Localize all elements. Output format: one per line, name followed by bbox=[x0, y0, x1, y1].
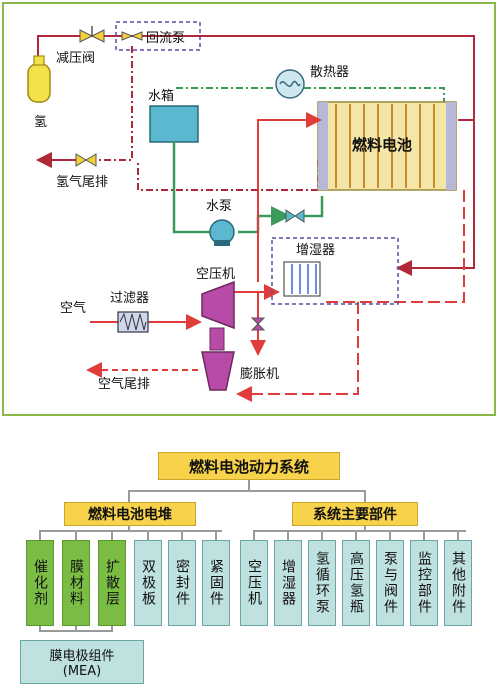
pressure-reducing-valve-icon bbox=[79, 26, 105, 43]
component-teal-left-connector-0 bbox=[147, 530, 149, 540]
label-expander: 膨胀机 bbox=[240, 367, 279, 382]
air-valve-icon bbox=[250, 317, 266, 331]
label-pressure-reducing-valve: 减压阀 bbox=[56, 51, 95, 66]
water-line bbox=[172, 142, 210, 234]
label-hydrogen: 氢 bbox=[34, 115, 47, 130]
air-exhaust-return bbox=[236, 302, 359, 402]
component-teal-right-0: 空压机 bbox=[240, 540, 268, 626]
mea-link-2 bbox=[111, 626, 113, 632]
component-teal-right-connector-3 bbox=[355, 530, 357, 540]
stack-air-out-line bbox=[322, 190, 465, 303]
stack-to-exhaust-line bbox=[137, 160, 319, 191]
hydrogen-tank-icon bbox=[27, 55, 51, 103]
hydrogen-exhaust-valve-icon bbox=[75, 153, 97, 167]
component-teal-right-connector-4 bbox=[389, 530, 391, 540]
component-teal-right-6: 其他附件 bbox=[444, 540, 472, 626]
component-teal-right-3: 高压氢瓶 bbox=[342, 540, 370, 626]
label-fuel-cell: 燃料电池 bbox=[352, 136, 412, 154]
component-teal-right-connector-1 bbox=[287, 530, 289, 540]
label-air-compressor: 空压机 bbox=[196, 267, 235, 282]
connector-left-stem bbox=[128, 522, 130, 532]
root-node: 燃料电池动力系统 bbox=[158, 452, 340, 480]
component-green-2: 扩散层 bbox=[98, 540, 126, 626]
water-tank-icon bbox=[149, 105, 199, 143]
connector-root-down bbox=[248, 478, 250, 492]
component-teal-left-connector-2 bbox=[215, 530, 217, 540]
label-water-pump: 水泵 bbox=[206, 199, 232, 214]
label-air: 空气 bbox=[60, 300, 86, 316]
flow-diagram: 氢 减压阀 回流泵 散热器 水箱 燃料电池 氢气尾排 水泵 增湿器 空压机 空气… bbox=[27, 21, 475, 402]
component-teal-left-connector-1 bbox=[181, 530, 183, 540]
label-return-pump: 回流泵 bbox=[146, 31, 185, 46]
filter-icon bbox=[117, 311, 149, 333]
connector-branch-bar bbox=[128, 490, 366, 492]
label-radiator: 散热器 bbox=[310, 65, 349, 80]
fuel-cell-stack bbox=[317, 101, 457, 191]
water-pump-out-line bbox=[238, 206, 291, 234]
label-humidifier: 增湿器 bbox=[296, 243, 335, 258]
connector-right-down bbox=[364, 490, 366, 502]
air-to-stack-line bbox=[257, 112, 322, 282]
component-green-0: 催化剂 bbox=[26, 540, 54, 626]
component-teal-left-0: 双极板 bbox=[134, 540, 162, 626]
humidifier-box bbox=[271, 237, 399, 305]
mea-node: 膜电极组件 (MEA) bbox=[20, 640, 144, 684]
component-teal-right-4: 泵与阀件 bbox=[376, 540, 404, 626]
right-branch-node: 系统主要部件 bbox=[292, 502, 418, 526]
component-green-connector-2 bbox=[111, 530, 113, 540]
air-compressor-icon bbox=[201, 280, 235, 330]
component-teal-right-connector-5 bbox=[423, 530, 425, 540]
component-green-connector-0 bbox=[39, 530, 41, 540]
hydrogen-supply-line bbox=[37, 35, 475, 276]
connector-right-stem bbox=[364, 522, 366, 532]
mea-link-1 bbox=[75, 626, 77, 632]
connector-right-bar bbox=[254, 530, 466, 532]
humidifier-icon bbox=[283, 261, 321, 297]
label-hydrogen-exhaust: 氢气尾排 bbox=[56, 174, 108, 190]
expander-icon bbox=[201, 351, 235, 391]
connector-left-down bbox=[128, 490, 130, 502]
component-green-1: 膜材料 bbox=[62, 540, 90, 626]
coolant-line bbox=[176, 87, 445, 102]
label-air-exhaust: 空气尾排 bbox=[98, 376, 150, 392]
mea-link-0 bbox=[39, 626, 41, 632]
mea-label: 膜电极组件 bbox=[49, 649, 115, 664]
left-branch-node: 燃料电池电堆 bbox=[64, 502, 196, 526]
flow-diagram-panel bbox=[2, 2, 496, 416]
return-pump-icon bbox=[121, 31, 143, 41]
component-green-connector-1 bbox=[75, 530, 77, 540]
component-teal-left-2: 紧固件 bbox=[202, 540, 230, 626]
connector-left-bar bbox=[40, 530, 222, 532]
component-teal-right-connector-6 bbox=[457, 530, 459, 540]
component-teal-right-connector-2 bbox=[321, 530, 323, 540]
label-filter: 过滤器 bbox=[110, 291, 149, 306]
mea-abbr: (MEA) bbox=[62, 664, 102, 679]
water-valve-icon bbox=[285, 209, 305, 223]
component-teal-left-1: 密封件 bbox=[168, 540, 196, 626]
radiator-icon bbox=[275, 69, 305, 99]
label-water-tank: 水箱 bbox=[148, 88, 174, 104]
component-teal-right-connector-0 bbox=[253, 530, 255, 540]
component-teal-right-2: 氢循环泵 bbox=[308, 540, 336, 626]
return-pump-box bbox=[115, 21, 201, 51]
component-teal-right-5: 监控部件 bbox=[410, 540, 438, 626]
component-teal-right-1: 增湿器 bbox=[274, 540, 302, 626]
